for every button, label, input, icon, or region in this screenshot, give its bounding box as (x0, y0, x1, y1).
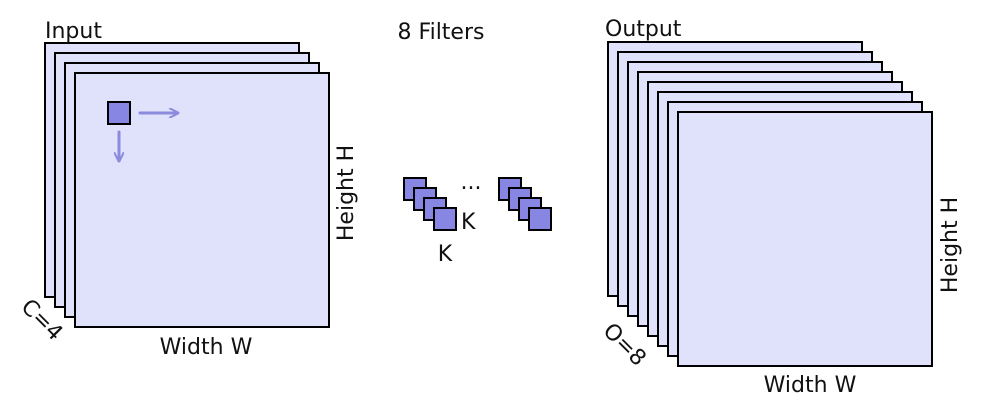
input-title: Input (45, 19, 102, 44)
output-stack (607, 41, 933, 367)
filters-title: 8 Filters (398, 20, 485, 45)
output-title: Output (605, 17, 682, 42)
output-width-label: Width W (764, 373, 857, 398)
input-width-label: Width W (160, 335, 253, 360)
filter-kernel-slice (433, 207, 457, 231)
output-channel-sheet (677, 111, 933, 367)
filter-stack-last (498, 177, 552, 231)
filter-kernel-slice (528, 207, 552, 231)
sliding-kernel (107, 101, 131, 125)
input-stack (44, 42, 330, 328)
filters-ellipsis: ... (461, 170, 482, 195)
filter-stack-first (403, 177, 457, 231)
kernel-size-label-bottom: K (438, 242, 453, 267)
output-height-label: Height H (938, 197, 963, 293)
input-height-label: Height H (334, 145, 359, 241)
kernel-size-label-right: K (461, 210, 476, 235)
